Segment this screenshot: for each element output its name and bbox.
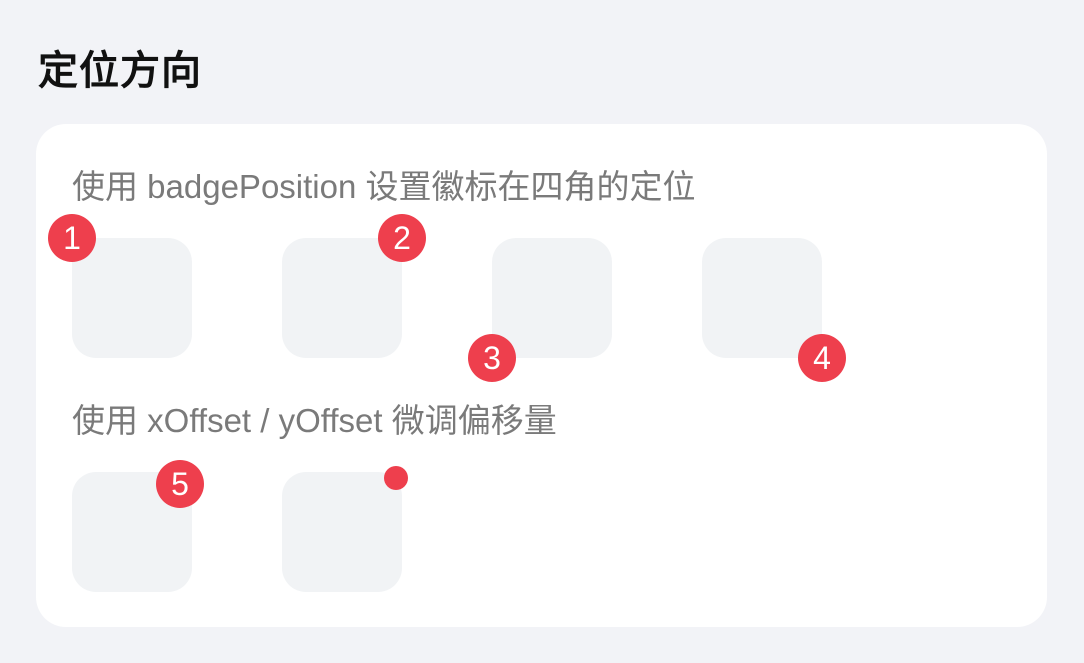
badge-bottom-left: 3	[468, 334, 516, 382]
badge-top-left: 1	[48, 214, 96, 262]
badge-target-bottom-left	[492, 238, 612, 358]
badge-offset-number: 5	[156, 460, 204, 508]
badge-target-top-right	[282, 238, 402, 358]
section-label-offset: 使用 xOffset / yOffset 微调偏移量	[72, 402, 557, 439]
section-label-badge-position: 使用 badgePosition 设置徽标在四角的定位	[72, 168, 696, 205]
badge-target-top-left	[72, 238, 192, 358]
badge-target-offset-dot	[282, 472, 402, 592]
badge-top-right: 2	[378, 214, 426, 262]
badge-target-bottom-right	[702, 238, 822, 358]
badge-bottom-right: 4	[798, 334, 846, 382]
badge-dot	[384, 466, 408, 490]
page-title: 定位方向	[38, 49, 202, 93]
demo-card	[36, 124, 1047, 627]
